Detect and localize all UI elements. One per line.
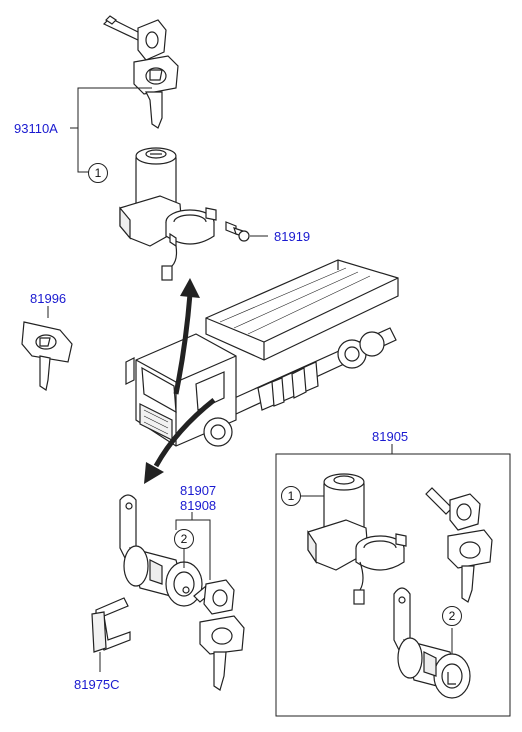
- set-ignition-cylinder: [300, 473, 407, 605]
- label-81908: 81908: [180, 498, 217, 513]
- label-81905: 81905: [372, 429, 409, 444]
- set-key: [425, 487, 493, 603]
- ignition-key-top: [102, 15, 179, 129]
- set-door-cylinder: [393, 587, 471, 699]
- door-lock-key: [193, 579, 245, 691]
- label-81996: 81996: [30, 291, 67, 306]
- truck: [125, 259, 399, 447]
- leader-93110A: [70, 87, 152, 173]
- callout-2-box: 2: [442, 606, 462, 626]
- label-81975C: 81975C: [74, 677, 120, 692]
- callout-1-box: 1: [281, 486, 301, 506]
- key-blank-81996: [21, 306, 73, 391]
- arrow-to-ignition: [173, 278, 200, 395]
- label-93110A: 93110A: [14, 121, 58, 136]
- label-81907: 81907: [180, 483, 217, 498]
- callout-2-left: 2: [174, 529, 194, 549]
- label-81919: 81919: [274, 229, 311, 244]
- arrow-to-door-lock: [144, 398, 216, 484]
- bolt-81919: [225, 221, 268, 242]
- set-box-81905: [275, 444, 511, 717]
- cover-81975C: [91, 597, 131, 672]
- ignition-cylinder: [119, 147, 217, 281]
- callout-1-top: 1: [88, 163, 108, 183]
- leader-81907-81908: [175, 512, 211, 580]
